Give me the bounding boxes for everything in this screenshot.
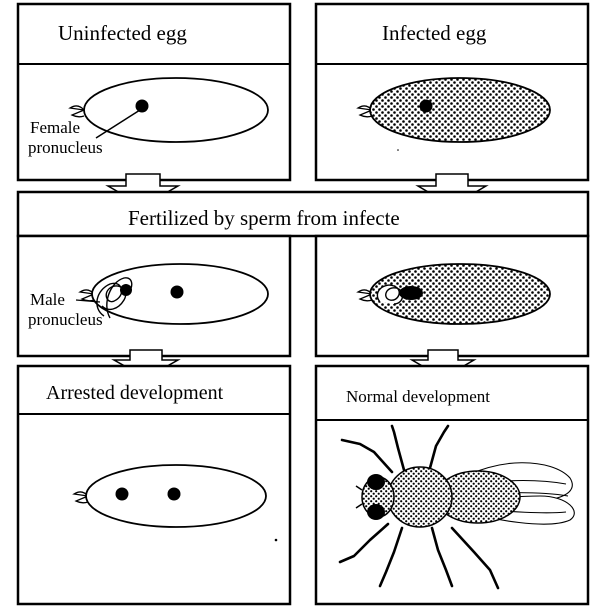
fly-thorax (388, 467, 452, 527)
fly-eye (367, 474, 385, 490)
male-pronucleus (116, 488, 129, 501)
panel-title: Uninfected egg (58, 21, 187, 45)
female-pronucleus (168, 488, 181, 501)
male-pronucleus (120, 284, 132, 296)
label-female: Female (30, 118, 80, 137)
banner-text: Fertilized by sperm from infecte (128, 206, 400, 230)
panel-title: Arrested development (46, 382, 224, 404)
speck (275, 539, 278, 542)
label-pronucleus: pronucleus (28, 138, 103, 157)
panel-uninfected-egg: Uninfected egg Female pronucleus (18, 4, 290, 180)
female-pronucleus (420, 100, 433, 113)
label-pronucleus: pronucleus (28, 310, 103, 329)
panel-infected-egg: Infected egg (316, 4, 588, 180)
panel-fertilized-infected (316, 236, 588, 356)
panel-arrested-development: Arrested development (18, 366, 290, 604)
egg-outline (84, 78, 268, 142)
panel-fertilized-uninfected: Male pronucleus (18, 236, 290, 356)
panel-title: Normal development (346, 387, 490, 406)
male-pronucleus (399, 286, 423, 300)
fertilized-banner: Fertilized by sperm from infecte (18, 192, 588, 236)
fly-eye (367, 504, 385, 520)
female-pronucleus (171, 286, 184, 299)
panel-normal-development: Normal development (316, 366, 588, 604)
label-male: Male (30, 290, 65, 309)
female-pronucleus (136, 100, 149, 113)
infected-egg-outline (370, 78, 550, 142)
speck (397, 149, 399, 151)
panel-title: Infected egg (382, 21, 487, 45)
